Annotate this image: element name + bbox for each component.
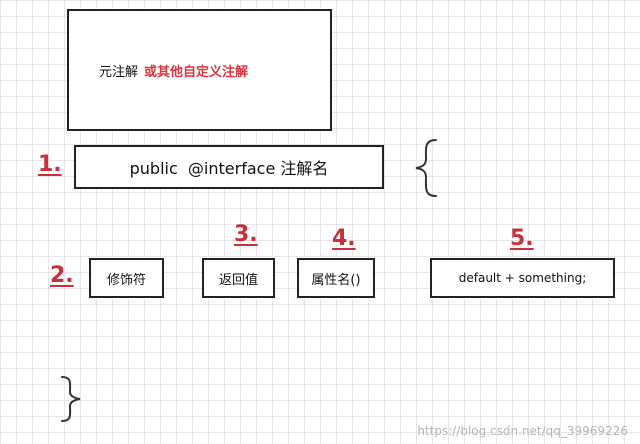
meta-annotation-box: 元注解 或其他自定义注解 bbox=[67, 9, 332, 131]
step-number-2: 2. bbox=[50, 263, 74, 288]
return-value-box: 返回值 bbox=[202, 258, 275, 298]
step-number-5: 5. bbox=[510, 226, 534, 251]
close-brace-icon bbox=[61, 376, 81, 422]
interface-declaration-box: public @interface 注解名 bbox=[74, 145, 384, 189]
open-brace-icon bbox=[415, 139, 437, 197]
step-number-3: 3. bbox=[234, 222, 258, 247]
modifier-label: 修饰符 bbox=[106, 272, 146, 288]
default-value-label: default + something; bbox=[458, 271, 587, 285]
attribute-name-label: 属性名() bbox=[311, 272, 361, 288]
interface-declaration-text: public @interface 注解名 bbox=[129, 159, 329, 178]
step-number-1: 1. bbox=[38, 152, 62, 177]
meta-annotation-label: 元注解 bbox=[99, 64, 139, 80]
watermark-url: https://blog.csdn.net/qq_39969226 bbox=[417, 424, 628, 438]
step-number-4: 4. bbox=[332, 226, 356, 251]
default-value-box: default + something; bbox=[430, 258, 615, 298]
return-value-label: 返回值 bbox=[218, 272, 258, 288]
custom-annotation-label: 或其他自定义注解 bbox=[144, 64, 249, 80]
modifier-box: 修饰符 bbox=[89, 258, 164, 298]
attribute-name-box: 属性名() bbox=[297, 258, 375, 298]
